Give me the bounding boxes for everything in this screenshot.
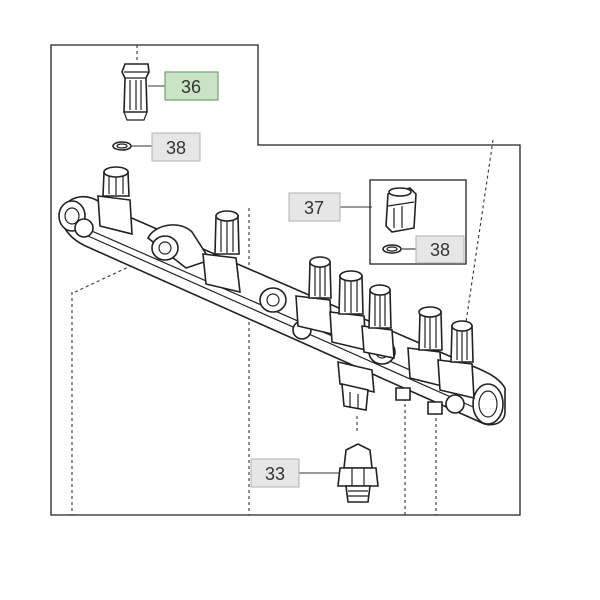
part-33-pressure-sensor (337, 443, 379, 503)
part-36-fitting (121, 63, 150, 121)
callout-38-inset-label: 38 (430, 240, 450, 260)
callout-37[interactable]: 37 (288, 192, 341, 222)
callout-37-box (288, 192, 341, 222)
callout-33-label: 33 (265, 464, 285, 484)
inset-box-37 (369, 179, 467, 265)
outlet-port-4 (329, 270, 367, 352)
outlet-port-5 (361, 284, 395, 359)
outlet-port-3 (295, 256, 333, 336)
projection-lines (71, 45, 494, 515)
outlet-port-1 (97, 166, 133, 236)
callout-33[interactable]: 33 (250, 458, 300, 488)
outlet-port-7 (437, 320, 475, 400)
callout-36-label: 36 (181, 77, 201, 97)
sensor-port-underside (337, 360, 375, 411)
callout-38-top-box (151, 132, 201, 162)
callout-38-inset-box (415, 235, 465, 264)
callout-36-box (164, 71, 219, 101)
callout-38-top[interactable]: 38 (151, 132, 201, 162)
studs-under-rail (395, 387, 443, 415)
outlet-port-6 (407, 306, 443, 388)
part-38-o-ring-top (112, 141, 132, 151)
outlet-port-2 (202, 210, 241, 294)
bosses-under-rail (74, 218, 465, 414)
leader-lines (131, 85, 416, 474)
mounting-lug-middle (259, 287, 287, 313)
callout-38-top-label: 38 (166, 138, 186, 158)
callout-37-label: 37 (304, 198, 324, 218)
part-38-o-ring-inset (382, 244, 402, 254)
callout-38-inset[interactable]: 38 (415, 235, 465, 264)
diagram-frame (50, 44, 521, 516)
part-37-fitting (385, 187, 417, 233)
callout-33-box (250, 458, 300, 488)
callout-36[interactable]: 36 (164, 71, 219, 101)
